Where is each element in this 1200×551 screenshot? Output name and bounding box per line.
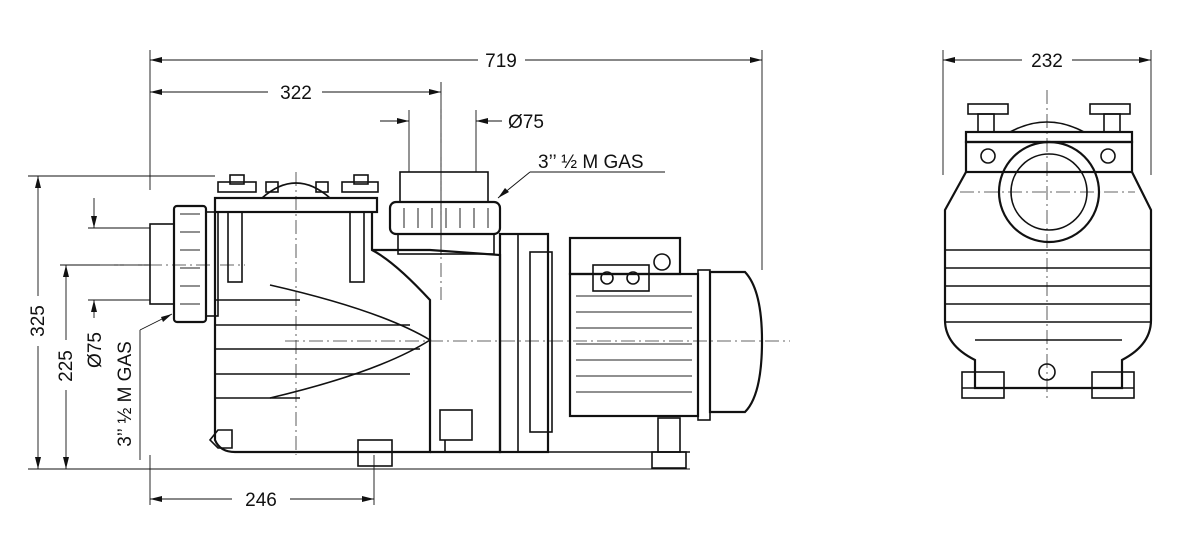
side-view bbox=[100, 95, 790, 469]
dim-322-label: 322 bbox=[280, 83, 312, 104]
dim-suction-diameter-label: Ø75 bbox=[85, 332, 106, 368]
dim-719-label: 719 bbox=[485, 51, 517, 72]
dim-246-label: 246 bbox=[245, 490, 277, 511]
dimension-front-width: 232 bbox=[942, 50, 1152, 175]
suction-connector bbox=[149, 204, 219, 324]
dim-outlet-diameter-label: Ø75 bbox=[508, 112, 544, 133]
front-view bbox=[943, 90, 1153, 400]
front-body bbox=[943, 140, 1153, 390]
pump-housing bbox=[372, 232, 553, 454]
pump-base bbox=[357, 417, 690, 469]
strainer-body bbox=[208, 212, 432, 454]
dim-232-label: 232 bbox=[1031, 51, 1063, 72]
motor bbox=[568, 236, 764, 421]
outlet-thread-label: 3’’ ½ M GAS bbox=[538, 152, 644, 173]
dimension-322: 322 bbox=[150, 82, 442, 255]
strainer-lid bbox=[213, 174, 379, 283]
outlet-connector bbox=[388, 171, 502, 255]
front-feet bbox=[961, 371, 1135, 399]
suction-thread-label: 3’’ ½ M GAS bbox=[115, 341, 136, 447]
dimension-suction-diameter: Ø75 bbox=[85, 198, 150, 368]
dim-325-label: 325 bbox=[28, 305, 49, 337]
dimension-outlet-diameter: Ø75 bbox=[380, 110, 544, 172]
dimension-246: 246 bbox=[149, 455, 375, 511]
dimension-overall-length: 719 bbox=[149, 50, 763, 270]
front-lid bbox=[964, 103, 1134, 144]
leader-outlet-thread: 3’’ ½ M GAS bbox=[497, 152, 665, 199]
leader-suction-thread: 3’’ ½ M GAS bbox=[115, 313, 173, 460]
dim-225-label: 225 bbox=[56, 350, 77, 382]
dimension-overall-height: 325 bbox=[28, 175, 690, 470]
